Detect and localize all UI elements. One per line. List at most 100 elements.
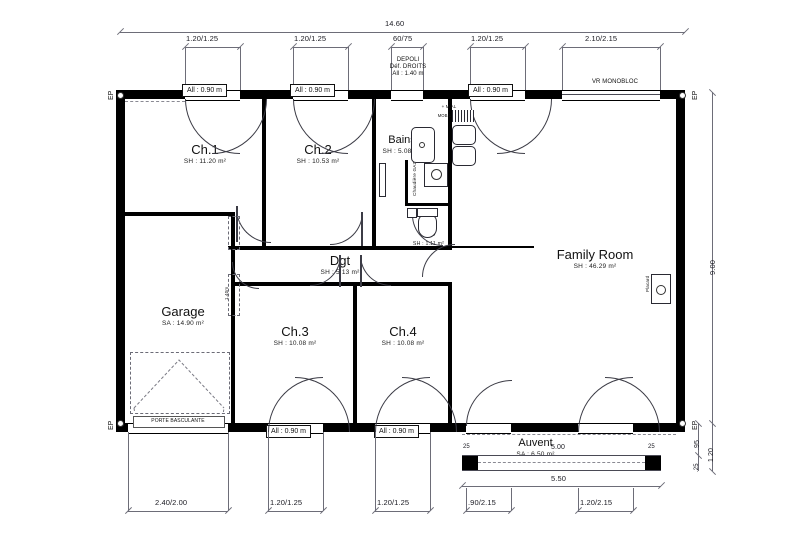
window-opening-family-b — [562, 90, 660, 101]
room-name-ch4: Ch.4 — [389, 324, 417, 339]
room-label-family-room: Family Room SH : 46.29 m² — [520, 248, 670, 271]
right-seg-a-dim: .95 — [694, 439, 701, 450]
door-swing-family-bottom-c — [605, 377, 660, 432]
right-seg-a-line — [698, 423, 699, 455]
room-area-wc: SH : 1.11 m² — [412, 241, 445, 247]
annotation-window-ch2: All : 0.90 m — [290, 84, 336, 97]
annotation-depoli-line1: DEPOLI — [396, 57, 420, 63]
ep-label-top-right: EP — [692, 90, 699, 100]
room-area-garage: SA : 14.90 m² — [162, 320, 204, 327]
partition-dgt-bottom — [235, 282, 452, 286]
closet-outline-garage — [228, 216, 240, 250]
bottom-seg1-dimension: 2.40/2.00 — [155, 498, 188, 507]
dim-ext-line — [348, 47, 349, 91]
right-seg-c-line — [698, 455, 699, 471]
auvent-post-right-dim: 25 — [648, 444, 655, 450]
dim-ext-line — [240, 47, 241, 91]
fixture-sink-a — [452, 125, 476, 145]
dim-ext-line — [525, 47, 526, 91]
room-area-ch1: SH : 11.20 m² — [183, 158, 227, 165]
door-leaf-ch3 — [339, 255, 341, 287]
right-seg-b-dim: 1.20 — [708, 447, 715, 462]
fixture-wc-small — [407, 208, 417, 218]
partition-dgt-top — [228, 246, 452, 250]
garage-vehicle-outline — [130, 352, 230, 414]
partition-ch1-ch2 — [262, 99, 266, 249]
partition-family-return — [452, 246, 534, 248]
room-label-garage: Garage SA : 14.90 m² — [133, 305, 233, 328]
room-label-auvent: Auvent SA : 6.50 m² — [493, 436, 578, 459]
ep-label-top-left: EP — [108, 90, 115, 100]
room-label-bains: Bains SH : 5.08 m² — [376, 133, 428, 156]
auvent-beam-top — [462, 455, 661, 456]
door-swing-ch3-b — [295, 377, 350, 432]
room-label-ch2: Ch.2 SH : 10.53 m² — [268, 143, 368, 166]
partition-garage-top — [125, 212, 235, 216]
auvent-post-left — [462, 455, 478, 471]
dim-ext-line — [423, 47, 424, 91]
door-leaf-ch4 — [360, 255, 362, 287]
auvent-beam-bottom — [462, 470, 661, 471]
fixture-bathtub-drain — [419, 142, 425, 148]
top-seg2-dimension: 1.20/1.25 — [294, 34, 327, 43]
reveal-line-left — [125, 101, 185, 102]
dim-tick — [657, 481, 666, 490]
room-name-garage: Garage — [161, 304, 205, 319]
room-area-auvent: SA : 6.50 m² — [493, 450, 578, 459]
dim-ext-line — [470, 47, 471, 91]
fixture-toilet — [418, 214, 437, 238]
right-seg-c-dim: .25 — [694, 463, 700, 472]
ep-label-bottom-left: EP — [108, 420, 115, 430]
top-seg5-dimension: 2.10/2.15 — [585, 34, 618, 43]
bottom-seg2-line — [268, 511, 323, 512]
annotation-placard: Placard — [645, 275, 650, 292]
auvent-post-left-dim: 25 — [463, 444, 470, 450]
annotation-depoli-line2: Déf. DROITS — [389, 64, 427, 70]
top-seg4-dim-line — [470, 47, 525, 48]
annotation-cuisine: MOB.1 V. — [437, 113, 457, 118]
dim-ext-line — [228, 432, 229, 511]
fixture-sink-b — [452, 146, 476, 166]
ep-marker-bottom-right — [679, 420, 686, 427]
door-swing-family-bottom-a — [466, 380, 512, 426]
annotation-chaudiere: Chaudière GAZ — [412, 161, 417, 196]
room-area-ch2: SH : 10.53 m² — [296, 158, 340, 165]
dim-tick — [681, 27, 690, 36]
bottom-seg4-dimension: .90/2.15 — [468, 498, 496, 507]
room-name-ch3: Ch.3 — [281, 324, 309, 339]
bottom-seg5-line — [578, 511, 633, 512]
annotation-mural: + M AL — [441, 104, 457, 109]
room-area-ch3: SH : 10.08 m² — [273, 340, 317, 347]
door-swing-ch2-interior — [330, 212, 363, 245]
bottom-seg3-dimension: 1.20/1.25 — [377, 498, 410, 507]
ep-marker-top-right — [679, 92, 686, 99]
door-swing-ch1-interior — [236, 208, 271, 243]
annotation-window-ch1: All : 0.90 m — [182, 84, 228, 97]
window-opening-bains — [391, 90, 423, 101]
dim-ext-line — [660, 47, 661, 91]
room-name-ch1: Ch.1 — [191, 142, 219, 157]
exterior-wall-right — [676, 90, 685, 432]
door-leaf-ch1 — [236, 206, 238, 242]
room-name-auvent: Auvent — [518, 437, 553, 449]
room-area-family-room: SH : 46.29 m² — [573, 263, 617, 270]
room-label-ch3: Ch.3 SH : 10.08 m² — [250, 325, 340, 348]
partition-bains-family — [448, 99, 452, 249]
ep-marker-bottom-left — [117, 420, 124, 427]
auvent-total-dim-line — [462, 486, 661, 487]
top-seg2-dim-line — [293, 47, 348, 48]
exterior-wall-left — [116, 90, 125, 432]
annotation-vr-monobloc: VR MONOBLOC — [591, 79, 639, 85]
dim-ext-line — [268, 432, 269, 511]
dim-ext-line — [633, 488, 634, 511]
top-seg3-dimension: 60/75 — [393, 34, 413, 43]
annotation-porte-basculante: PORTE BASCULANTE — [151, 418, 205, 424]
fixture-counter-hatch — [452, 110, 474, 122]
fixture-family-closet-knob — [656, 285, 666, 295]
porte-basculante-box — [133, 416, 225, 428]
fixture-radiator — [379, 163, 386, 197]
dim-ext-line — [375, 432, 376, 511]
auvent-edge-top — [462, 434, 676, 435]
dim-ext-line — [391, 47, 392, 91]
